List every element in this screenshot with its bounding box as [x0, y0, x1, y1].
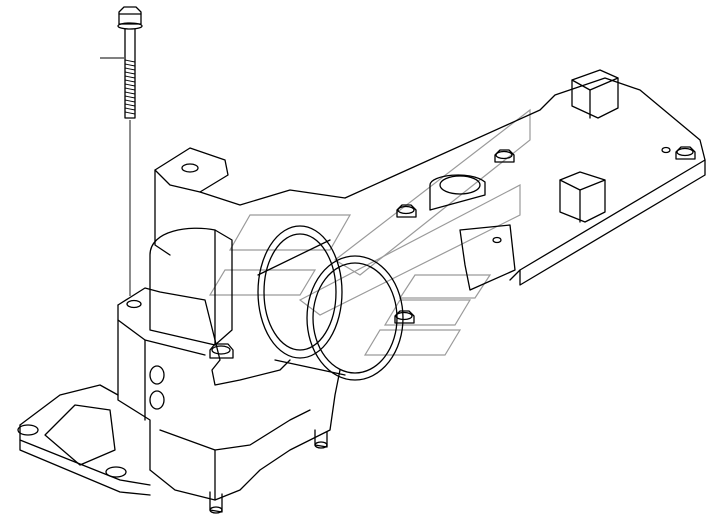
housing-bolt	[209, 343, 234, 359]
bolt-part-1	[100, 6, 143, 296]
plate-bolt	[396, 204, 417, 218]
pump-housing	[17, 147, 346, 514]
bolt-head	[118, 6, 142, 25]
strainer-plate	[344, 69, 706, 324]
plate-bolt	[494, 149, 515, 163]
bolt-shank	[124, 28, 136, 119]
plate-bolt	[394, 310, 415, 324]
plate-bolt	[675, 146, 696, 160]
logo-watermark	[208, 108, 531, 356]
